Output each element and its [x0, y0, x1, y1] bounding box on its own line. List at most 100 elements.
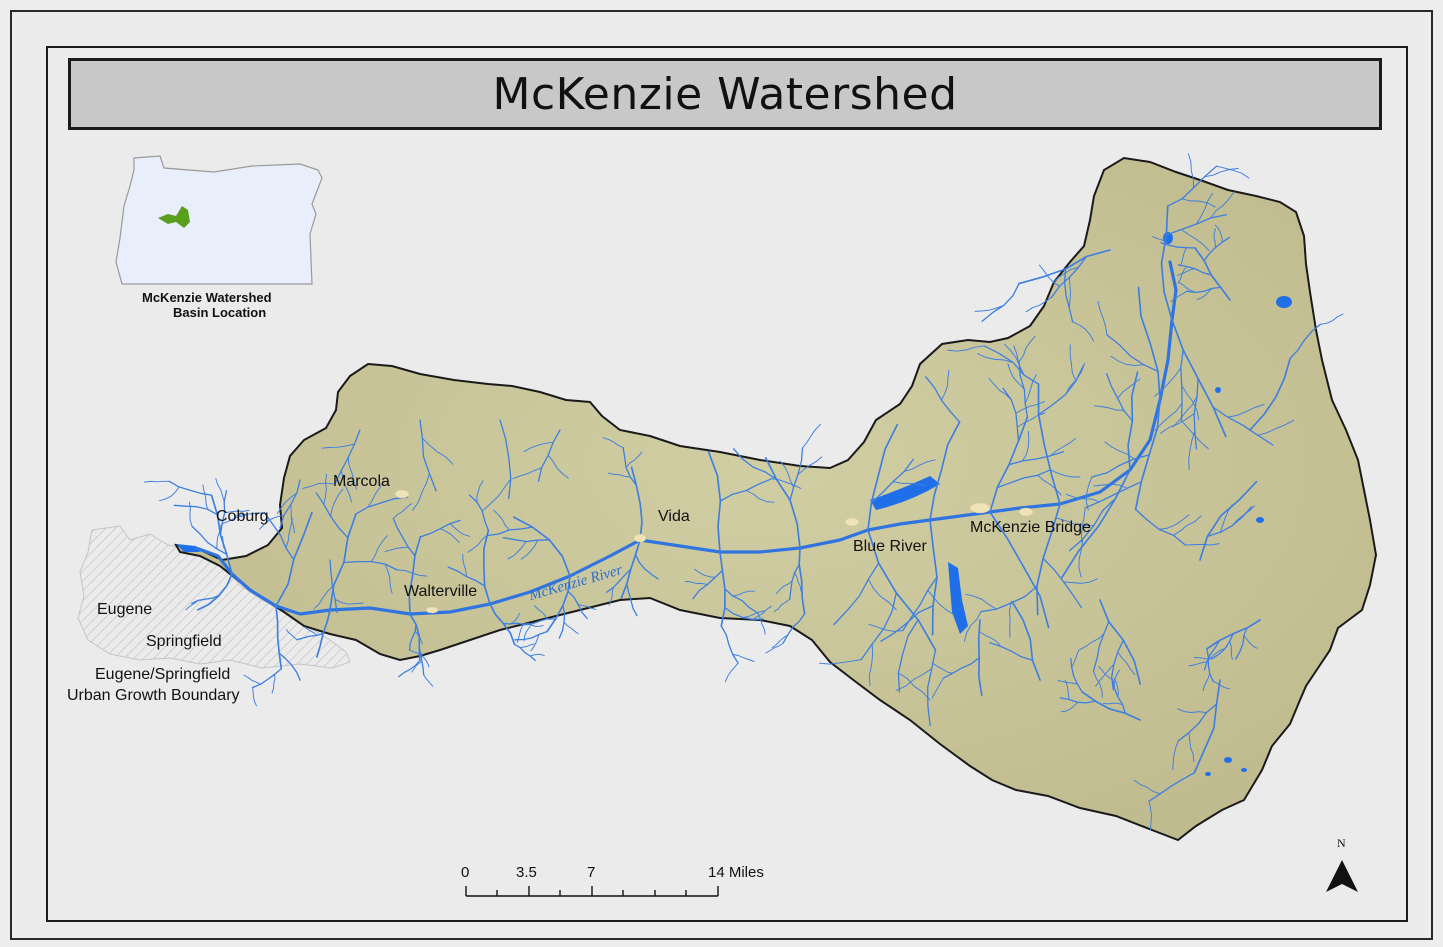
- stream: [191, 525, 228, 555]
- stream: [1148, 800, 1152, 831]
- lake: [1256, 517, 1264, 523]
- stream: [989, 416, 1029, 513]
- stream: [439, 528, 460, 543]
- mckenzie-river: [194, 260, 1178, 616]
- stream: [860, 592, 897, 661]
- stream: [534, 605, 548, 620]
- stream: [1194, 247, 1231, 301]
- stream: [782, 613, 806, 644]
- stream: [1154, 367, 1182, 397]
- stream: [1177, 266, 1188, 284]
- stream: [977, 353, 1014, 363]
- stream: [278, 652, 301, 681]
- stream: [622, 446, 637, 486]
- lake: [176, 544, 200, 552]
- stream: [334, 429, 361, 485]
- stream: [1064, 679, 1070, 700]
- stream: [1049, 438, 1076, 457]
- stream: [931, 662, 953, 674]
- stream: [411, 660, 423, 673]
- stream: [1170, 290, 1188, 303]
- watershed-boundary: [174, 156, 1378, 842]
- stream: [367, 480, 384, 508]
- stream: [752, 605, 772, 620]
- stream: [467, 535, 488, 553]
- stream: [1093, 405, 1125, 411]
- stream: [724, 588, 759, 614]
- stream: [771, 634, 789, 649]
- stream: [1068, 497, 1117, 552]
- stream: [1106, 334, 1159, 372]
- stream: [1180, 229, 1210, 252]
- place-label-walterville: Walterville: [404, 583, 478, 600]
- stream: [329, 513, 357, 611]
- stream: [330, 488, 344, 517]
- stream: [313, 585, 333, 610]
- stream: [724, 662, 739, 683]
- stream: [742, 610, 765, 618]
- stream: [1127, 371, 1139, 471]
- stream: [1037, 383, 1061, 505]
- lake: [1205, 772, 1211, 776]
- stream: [1025, 296, 1053, 313]
- stream: [1072, 321, 1095, 342]
- stream: [251, 668, 282, 689]
- stream: [1092, 621, 1110, 672]
- stream: [724, 607, 764, 621]
- stream: [1188, 430, 1196, 470]
- stream: [1063, 268, 1074, 323]
- stream: [483, 529, 491, 605]
- stream: [630, 466, 643, 541]
- stream: [1229, 640, 1233, 660]
- stream: [316, 609, 331, 658]
- stream: [529, 623, 544, 627]
- stream: [144, 480, 170, 483]
- stream: [897, 619, 919, 693]
- place-label-springfield: Springfield: [146, 633, 222, 650]
- stream: [870, 458, 914, 504]
- coburg-stream: [221, 535, 225, 549]
- stream: [1134, 508, 1187, 546]
- stream: [567, 590, 588, 620]
- stream: [1212, 680, 1231, 690]
- stream: [519, 643, 535, 649]
- reservoir: [948, 562, 968, 634]
- stream: [276, 492, 298, 514]
- stream: [1022, 430, 1030, 462]
- town-markers: [394, 489, 1034, 614]
- stream: [523, 441, 554, 453]
- map-title: McKenzie Watershed: [492, 68, 958, 120]
- stream: [965, 593, 997, 610]
- stream: [275, 605, 283, 670]
- stream: [794, 572, 802, 592]
- stream: [159, 486, 180, 502]
- stream: [513, 643, 536, 662]
- stream: [1181, 198, 1216, 208]
- stream: [1172, 515, 1202, 536]
- stream: [512, 467, 543, 480]
- stream: [996, 469, 1052, 489]
- stream: [1091, 454, 1150, 478]
- stream: [867, 529, 937, 651]
- stream: [719, 551, 726, 627]
- stream: [684, 580, 708, 585]
- place-label-coburg: Coburg: [216, 508, 269, 525]
- stream: [1177, 264, 1212, 276]
- stream: [1024, 374, 1037, 404]
- stream: [989, 511, 1050, 629]
- stream: [1196, 287, 1213, 301]
- stream: [1061, 469, 1131, 579]
- oregon-outline: [115, 155, 323, 285]
- stream: [216, 524, 222, 550]
- stream: [1188, 732, 1195, 762]
- stream: [522, 618, 557, 626]
- stream: [979, 631, 1002, 647]
- stream: [502, 536, 550, 543]
- stream: [447, 566, 486, 587]
- stream: [558, 604, 566, 639]
- stream: [271, 673, 276, 694]
- stream: [605, 568, 632, 593]
- town-marker-vida: [633, 533, 647, 543]
- stream: [607, 472, 631, 478]
